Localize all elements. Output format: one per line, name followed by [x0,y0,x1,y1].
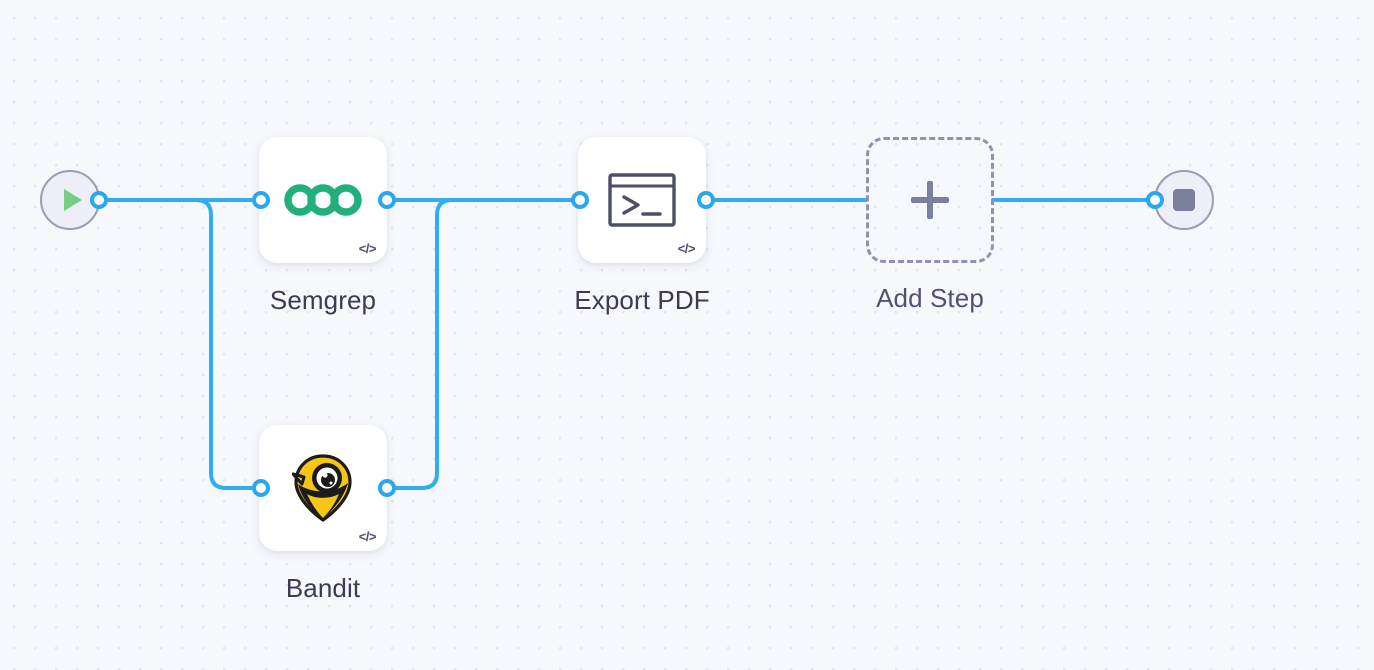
node-label-semgrep: Semgrep [269,285,377,315]
play-icon [64,189,82,211]
code-badge: </> [358,241,377,256]
port-semgrep-input[interactable] [252,191,270,209]
plus-icon-vertical [927,181,933,219]
port-exportpdf-output[interactable] [697,191,715,209]
node-bandit[interactable]: </> [259,425,387,551]
stop-icon [1173,189,1195,211]
terminal-icon-wrap [578,137,706,263]
node-label-bandit: Bandit [285,573,361,603]
node-export-pdf[interactable]: </> [578,137,706,263]
bandit-logo-icon [292,454,352,522]
bandit-icon-wrap [259,425,387,551]
port-semgrep-output[interactable] [378,191,396,209]
add-step-label: Add Step [876,283,984,313]
port-end-input[interactable] [1146,191,1164,209]
edge-start-to-bandit [97,198,263,490]
end-node[interactable] [1154,170,1214,230]
code-badge: </> [358,529,377,544]
code-badge: </> [677,241,696,256]
node-semgrep[interactable]: </> [259,137,387,263]
edge-bandit-to-exportpdf [385,198,582,490]
add-step-button[interactable] [866,137,994,263]
port-bandit-output[interactable] [378,479,396,497]
semgrep-icon-wrap [259,137,387,263]
terminal-icon [608,173,676,227]
port-start-output[interactable] [90,191,108,209]
node-label-export-pdf: Export PDF [574,285,710,315]
semgrep-logo-icon [284,184,362,216]
port-bandit-input[interactable] [252,479,270,497]
port-exportpdf-input[interactable] [571,191,589,209]
